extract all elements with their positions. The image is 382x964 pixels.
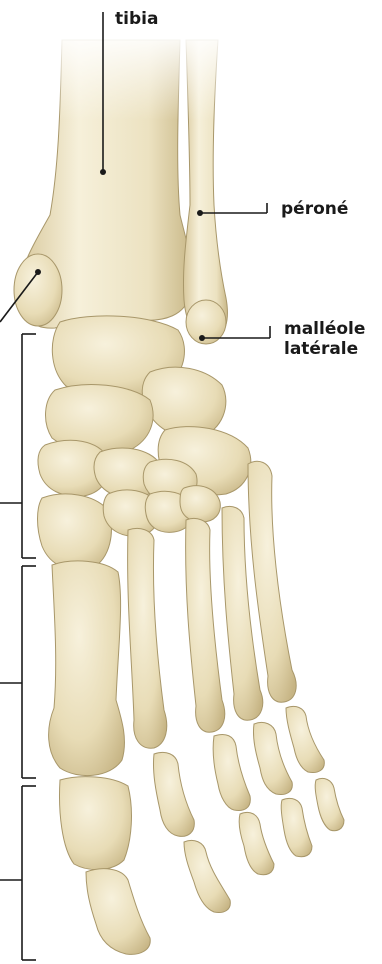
perone-leader-dot bbox=[197, 210, 203, 216]
label-malleole-line1: malléole bbox=[284, 320, 365, 339]
medial-malleolus-dot bbox=[35, 269, 41, 275]
label-malleole-line2: latérale bbox=[284, 340, 358, 359]
malleole-leader-dot bbox=[199, 335, 205, 341]
label-perone: péroné bbox=[281, 200, 348, 219]
tibia-leader-dot bbox=[100, 169, 106, 175]
label-tibia: tibia bbox=[115, 10, 158, 29]
